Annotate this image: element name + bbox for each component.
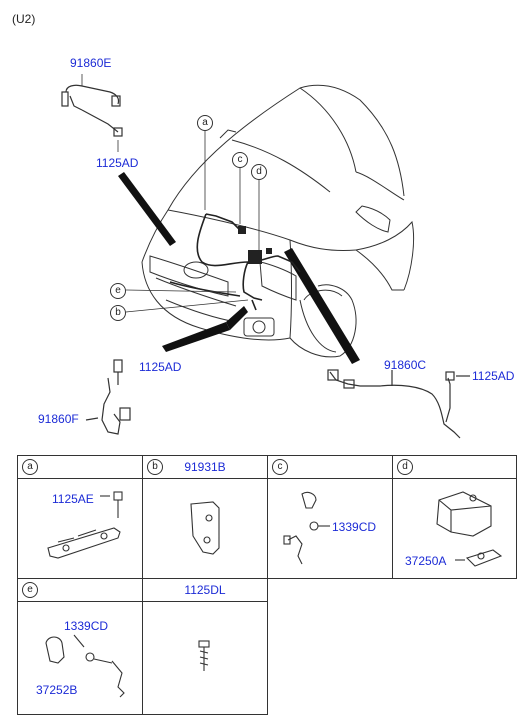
bracket-1125ae-drawing [47, 491, 123, 559]
cell-header: a [18, 456, 142, 479]
cell-letter: e [22, 582, 38, 598]
cell-header: 1125DL [143, 579, 267, 602]
part-1125ad-right-label: 1125AD [472, 369, 515, 383]
part-37252b-label: 37252B [36, 683, 78, 697]
callout-e: e [110, 283, 126, 299]
table-cell-d: d 37250A [392, 455, 517, 579]
parts-table: a 1125AE b 91931B [17, 455, 517, 715]
table-cell-a: a 1125AE [17, 455, 143, 579]
part-1339cd-e-label: 1339CD [64, 619, 109, 633]
harness-91860f-drawing [85, 359, 131, 435]
cell-letter: a [22, 459, 38, 475]
car-body-drawing [141, 84, 415, 358]
sensor-1339cd-drawing [283, 491, 330, 565]
part-91860f-label: 91860F [38, 412, 79, 426]
callout-c: c [232, 152, 248, 168]
variant-label: (U2) [12, 12, 36, 26]
main-illustration [61, 74, 470, 439]
part-1125ae-label: 1125AE [52, 492, 94, 506]
cell-letter: c [272, 459, 288, 475]
table-cell-b: b 91931B [142, 455, 268, 579]
part-91931b-label: 91931B [184, 460, 226, 474]
part-1125ad-top-label: 1125AD [96, 156, 139, 170]
harness-91860c-drawing [327, 369, 470, 439]
sensor-37252b-drawing [45, 634, 125, 698]
part-1339cd-label: 1339CD [332, 520, 377, 534]
callout-d: d [251, 164, 267, 180]
callout-leaders [125, 128, 260, 313]
cell-letter: d [397, 459, 413, 475]
cell-header: d [393, 456, 516, 479]
part-1125ad-left-label: 1125AD [139, 360, 182, 374]
cell-header: b 91931B [143, 456, 267, 479]
front-harness-drawing [169, 213, 301, 311]
cell-header: c [268, 456, 392, 479]
table-cell-f: 1125DL [142, 578, 268, 715]
harness-91860e-drawing [61, 84, 123, 137]
table-cell-e: e 1339CD 37252B [17, 578, 143, 715]
callout-b: b [110, 305, 126, 321]
part-91860e-label: 91860E [70, 56, 112, 70]
table-cell-c: c 1339CD [267, 455, 393, 579]
bolt-1125dl-drawing [198, 640, 210, 671]
part-1125dl-label: 1125DL [184, 583, 226, 597]
sensor-37250a-drawing [436, 491, 503, 567]
part-91860c-label: 91860C [384, 358, 427, 372]
cell-letter: b [147, 459, 163, 475]
cell-header: e [18, 579, 142, 602]
part-37250a-label: 37250A [405, 554, 447, 568]
callout-a: a [197, 115, 213, 131]
bracket-91931b-drawing [190, 501, 220, 555]
